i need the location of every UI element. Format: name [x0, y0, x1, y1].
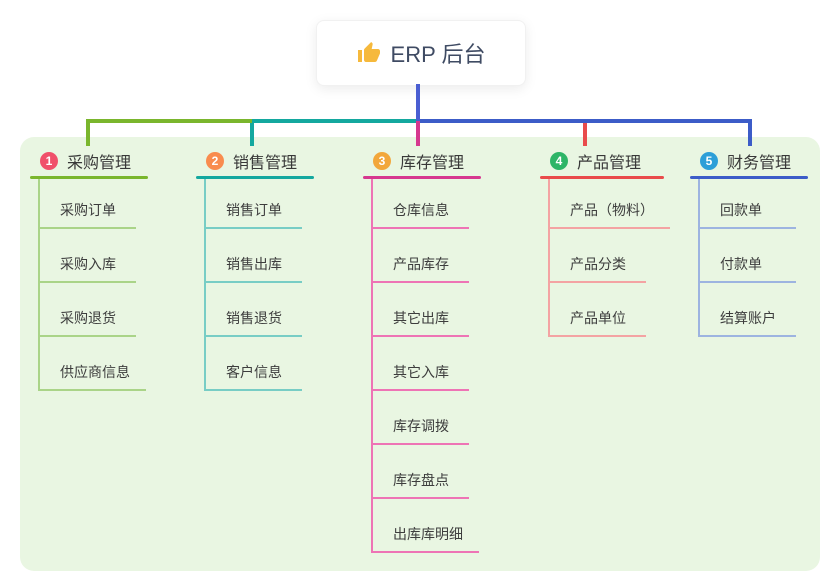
node-item[interactable]: 供应商信息 [40, 337, 146, 391]
node-item[interactable]: 库存调拨 [373, 391, 469, 445]
branch-number-badge: 1 [40, 152, 58, 170]
branch-title-rule [690, 176, 808, 179]
node-item[interactable]: 客户信息 [206, 337, 302, 391]
branch-number-badge: 4 [550, 152, 568, 170]
node-item[interactable]: 其它出库 [373, 283, 469, 337]
node-item[interactable]: 销售退货 [206, 283, 302, 337]
node-item[interactable]: 采购退货 [40, 283, 136, 337]
node-item[interactable]: 产品（物料） [550, 179, 670, 229]
node-item[interactable]: 仓库信息 [373, 179, 469, 229]
node-item[interactable]: 采购订单 [40, 179, 136, 229]
bus-line-sales [252, 119, 418, 123]
branch-title-rule [196, 176, 314, 179]
node-item[interactable]: 产品单位 [550, 283, 646, 337]
branch-title-label: 财务管理 [727, 155, 792, 172]
node-item[interactable]: 采购入库 [40, 229, 136, 283]
branch-items: 采购订单 采购入库 采购退货 供应商信息 [38, 179, 146, 391]
branch-items: 仓库信息 产品库存 其它出库 其它入库 库存调拨 库存盘点 出库库明细 [371, 179, 479, 553]
root-connector-line [416, 84, 420, 123]
branch-drop-inventory [416, 121, 420, 146]
branch-title-label: 库存管理 [400, 155, 465, 172]
root-label: ERP 后台 [390, 42, 486, 67]
bus-line-right [418, 119, 752, 123]
branch-drop-purchase [86, 121, 90, 146]
branch-title-inventory[interactable]: 3 库存管理 [373, 148, 464, 174]
node-item[interactable]: 付款单 [700, 229, 796, 283]
bus-line-purchase [86, 119, 252, 123]
branch-title-label: 采购管理 [67, 155, 132, 172]
branch-items: 产品（物料） 产品分类 产品单位 [548, 179, 670, 337]
branch-drop-product [583, 121, 587, 146]
node-item[interactable]: 销售出库 [206, 229, 302, 283]
branch-title-label: 产品管理 [577, 155, 642, 172]
branch-title-finance[interactable]: 5 财务管理 [700, 148, 791, 174]
branch-title-rule [363, 176, 481, 179]
branch-drop-finance [748, 121, 752, 146]
node-item[interactable]: 结算账户 [700, 283, 796, 337]
branch-number-badge: 2 [206, 152, 224, 170]
branch-title-sales[interactable]: 2 销售管理 [206, 148, 297, 174]
branch-title-label: 销售管理 [233, 155, 298, 172]
branch-items: 回款单 付款单 结算账户 [698, 179, 796, 337]
branch-title-rule [540, 176, 664, 179]
node-item[interactable]: 产品分类 [550, 229, 646, 283]
branch-items: 销售订单 销售出库 销售退货 客户信息 [204, 179, 302, 391]
node-item[interactable]: 回款单 [700, 179, 796, 229]
thumbs-up-icon [357, 42, 380, 62]
node-item[interactable]: 库存盘点 [373, 445, 469, 499]
node-item[interactable]: 产品库存 [373, 229, 469, 283]
node-item[interactable]: 其它入库 [373, 337, 469, 391]
branch-title-rule [30, 176, 148, 179]
node-item[interactable]: 出库库明细 [373, 499, 479, 553]
branch-title-product[interactable]: 4 产品管理 [550, 148, 641, 174]
branch-drop-sales [250, 121, 254, 146]
branch-number-badge: 5 [700, 152, 718, 170]
node-item[interactable]: 销售订单 [206, 179, 302, 229]
root-node[interactable]: ERP 后台 [316, 20, 526, 86]
branch-number-badge: 3 [373, 152, 391, 170]
branch-title-purchase[interactable]: 1 采购管理 [40, 148, 131, 174]
